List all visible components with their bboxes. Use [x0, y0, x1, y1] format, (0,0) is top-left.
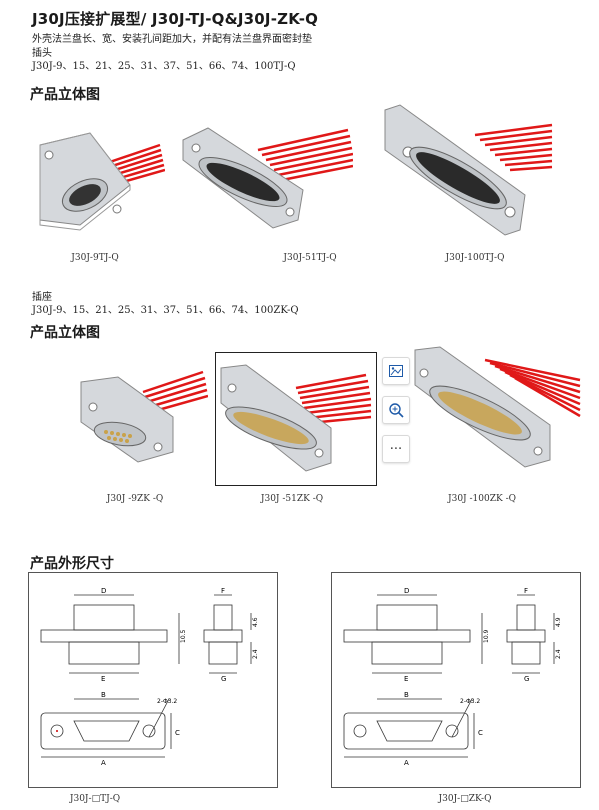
- label-B: B: [101, 691, 106, 699]
- plug-9tj-image: [39, 132, 165, 231]
- label-height-lower: 2.4: [252, 649, 259, 659]
- selected-image-frame[interactable]: [215, 352, 377, 486]
- label-height-total: 10.5: [180, 629, 187, 643]
- image-icon[interactable]: [382, 357, 410, 385]
- label-B: B: [404, 691, 409, 699]
- label-A: A: [404, 759, 409, 767]
- more-options-button[interactable]: ···: [382, 435, 410, 463]
- plug-dimension-drawing: D E F G B A C 10.5 4.6 2.4 2-Φ3.2: [28, 572, 278, 788]
- plug-100tj-image: [384, 104, 553, 236]
- caption-plug-51tj: J30J-51TJ-Q: [283, 253, 337, 263]
- label-D: D: [101, 587, 106, 595]
- label-C: C: [175, 729, 180, 737]
- label-E: E: [101, 675, 105, 683]
- zoom-in-icon[interactable]: [382, 396, 410, 424]
- page-title: J30J压接扩展型/ J30J-TJ-Q&J30J-ZK-Q: [32, 10, 319, 28]
- caption-plug-9tj: J30J-9TJ-Q: [71, 253, 119, 263]
- dimensions-heading: 产品外形尺寸: [30, 556, 114, 572]
- label-G: G: [221, 675, 226, 683]
- label-F: F: [221, 587, 225, 595]
- caption-socket-51zk: J30J -51ZK -Q: [260, 494, 324, 504]
- caption-plug-100tj: J30J-100TJ-Q: [445, 253, 505, 263]
- caption-socket-9zk: J30J -9ZK -Q: [106, 494, 164, 504]
- label-height-lower: 2.4: [555, 649, 562, 659]
- label-G: G: [524, 675, 529, 683]
- label-F: F: [524, 587, 528, 595]
- plug-51tj-image: [182, 127, 353, 229]
- caption-dim-socket: J30J-□ZK-Q: [438, 794, 492, 804]
- label-C: C: [478, 729, 483, 737]
- label-holes: 2-Φ3.2: [460, 698, 480, 705]
- socket-51zk-image: [220, 364, 372, 472]
- label-height-upper: 4.9: [555, 617, 562, 627]
- socket-section-heading: 产品立体图: [30, 325, 100, 341]
- plug-label: 插头: [32, 48, 52, 59]
- label-E: E: [404, 675, 408, 683]
- label-holes: 2-Φ3.2: [157, 698, 177, 705]
- socket-models: J30J-9、15、21、25、31、37、51、66、74、100ZK-Q: [32, 305, 299, 316]
- plug-models: J30J-9、15、21、25、31、37、51、66、74、100TJ-Q: [32, 61, 296, 72]
- label-height-total: 10.9: [483, 629, 490, 643]
- socket-dimension-drawing: D E F G B A C 10.9 4.9 2.4 2-Φ3.2: [331, 572, 581, 788]
- label-height-upper: 4.6: [252, 617, 259, 627]
- caption-socket-100zk: J30J -100ZK -Q: [447, 494, 516, 504]
- description-text: 外壳法兰盘长、宽、安装孔间距加大，并配有法兰盘界面密封垫: [32, 34, 312, 45]
- plug-section-heading: 产品立体图: [30, 87, 100, 103]
- label-D: D: [404, 587, 409, 595]
- label-A: A: [101, 759, 106, 767]
- socket-9zk-image: [80, 370, 208, 463]
- caption-dim-plug: J30J-□TJ-Q: [69, 794, 121, 804]
- socket-100zk-image: [414, 346, 581, 468]
- socket-label: 插座: [32, 292, 52, 303]
